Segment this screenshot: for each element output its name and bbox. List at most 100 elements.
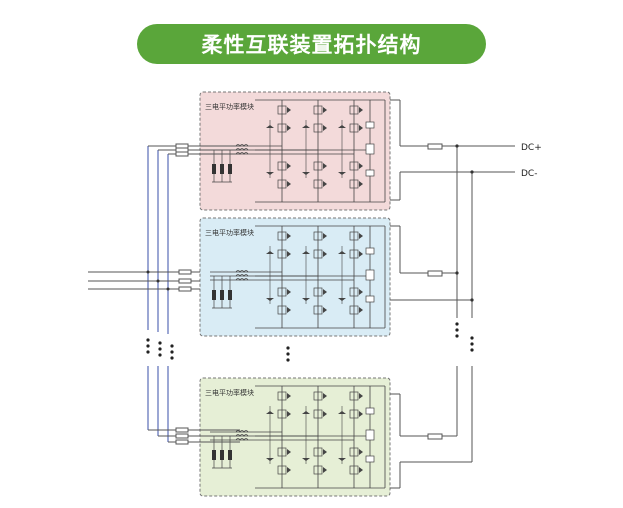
diode-icon [287,289,291,295]
filter-capacitor [212,164,216,174]
diode-icon [287,393,291,399]
filter-capacitor [228,450,232,460]
inductor-icon [235,278,249,281]
diode-icon [359,163,363,169]
diode-icon [323,449,327,455]
diode-icon [323,163,327,169]
igbt-switch [277,179,287,189]
ac-feeders [148,143,240,445]
diode-icon [287,251,291,257]
diode-icon [323,393,327,399]
igbt-switch [277,231,287,241]
filter-capacitor [212,290,216,300]
igbt-switch [349,105,359,115]
diode-icon [359,467,363,473]
igbt-switch [349,123,359,133]
diode-icon [323,467,327,473]
filter-capacitor [220,164,224,174]
inductor-icon [235,438,249,441]
diode-icon [323,125,327,131]
igbt-switch [349,179,359,189]
igbt-switch [349,305,359,315]
igbt-switch [277,391,287,401]
igbt-switch [277,465,287,475]
diode-icon [359,307,363,313]
diode-icon [287,181,291,187]
diode-icon [323,107,327,113]
filter-capacitor [228,290,232,300]
diode-icon [287,467,291,473]
diode-icon [287,411,291,417]
diode-icon [359,393,363,399]
igbt-switch [349,287,359,297]
igbt-switch [277,249,287,259]
diode-icon [359,449,363,455]
igbt-switch [313,391,323,401]
inductor-icon [235,434,249,437]
igbt-switch [349,391,359,401]
page-title: 柔性互联装置拓扑结构 [201,33,422,57]
igbt-switch [349,249,359,259]
igbt-switch [313,465,323,475]
diode-icon [287,125,291,131]
igbt-switch [313,447,323,457]
filter-capacitor [220,450,224,460]
igbt-switch [313,179,323,189]
junction-dots [146,270,170,291]
diode-icon [323,181,327,187]
diode-icon [323,251,327,257]
dc-dots [455,144,474,302]
ac-buses [147,146,169,442]
diode-icon [359,289,363,295]
neutral-node [365,143,375,155]
igbt-switch [277,123,287,133]
ellipsis-left [146,338,174,360]
igbt-switch [313,231,323,241]
igbt-switch [349,447,359,457]
igbt-switch [349,161,359,171]
diode-icon [359,251,363,257]
igbt-switch [313,287,323,297]
diode-icon [323,411,327,417]
inductor-icon [235,148,249,151]
dc-negative-label: DC- [521,169,537,179]
ellipsis-right [455,322,474,352]
module-box-1 [199,91,391,211]
igbt-switch [277,447,287,457]
module-label-3: 三电平功率模块 [205,388,254,397]
diode-icon [287,163,291,169]
igbt-switch [313,249,323,259]
neutral-node [365,429,375,441]
igbt-switch [313,305,323,315]
dc-capacitor [365,407,375,415]
igbt-switch [313,105,323,115]
dc-capacitor [365,455,375,463]
filter-capacitor [212,450,216,460]
igbt-switch [349,465,359,475]
dc-capacitor [365,121,375,129]
igbt-switch [277,287,287,297]
diode-icon [359,107,363,113]
dc-positive-label: DC+ [521,143,542,153]
diode-icon [287,449,291,455]
module-box-2 [199,217,391,337]
igbt-switch [349,231,359,241]
filter-capacitor [228,164,232,174]
module-label-1: 三电平功率模块 [205,102,254,111]
ellipsis-center [286,346,290,362]
dc-capacitor [365,295,375,303]
inductor-icon [235,152,249,155]
igbt-switch [349,409,359,419]
diode-icon [323,307,327,313]
inductor-icon [235,270,249,273]
diode-icon [323,289,327,295]
module-box-3 [199,377,391,497]
dc-bus [390,99,515,489]
igbt-switch [313,123,323,133]
diode-icon [359,233,363,239]
inductor-icon [235,274,249,277]
igbt-switch [277,105,287,115]
igbt-switch [277,305,287,315]
title-banner: 柔性互联装置拓扑结构 [137,24,486,64]
